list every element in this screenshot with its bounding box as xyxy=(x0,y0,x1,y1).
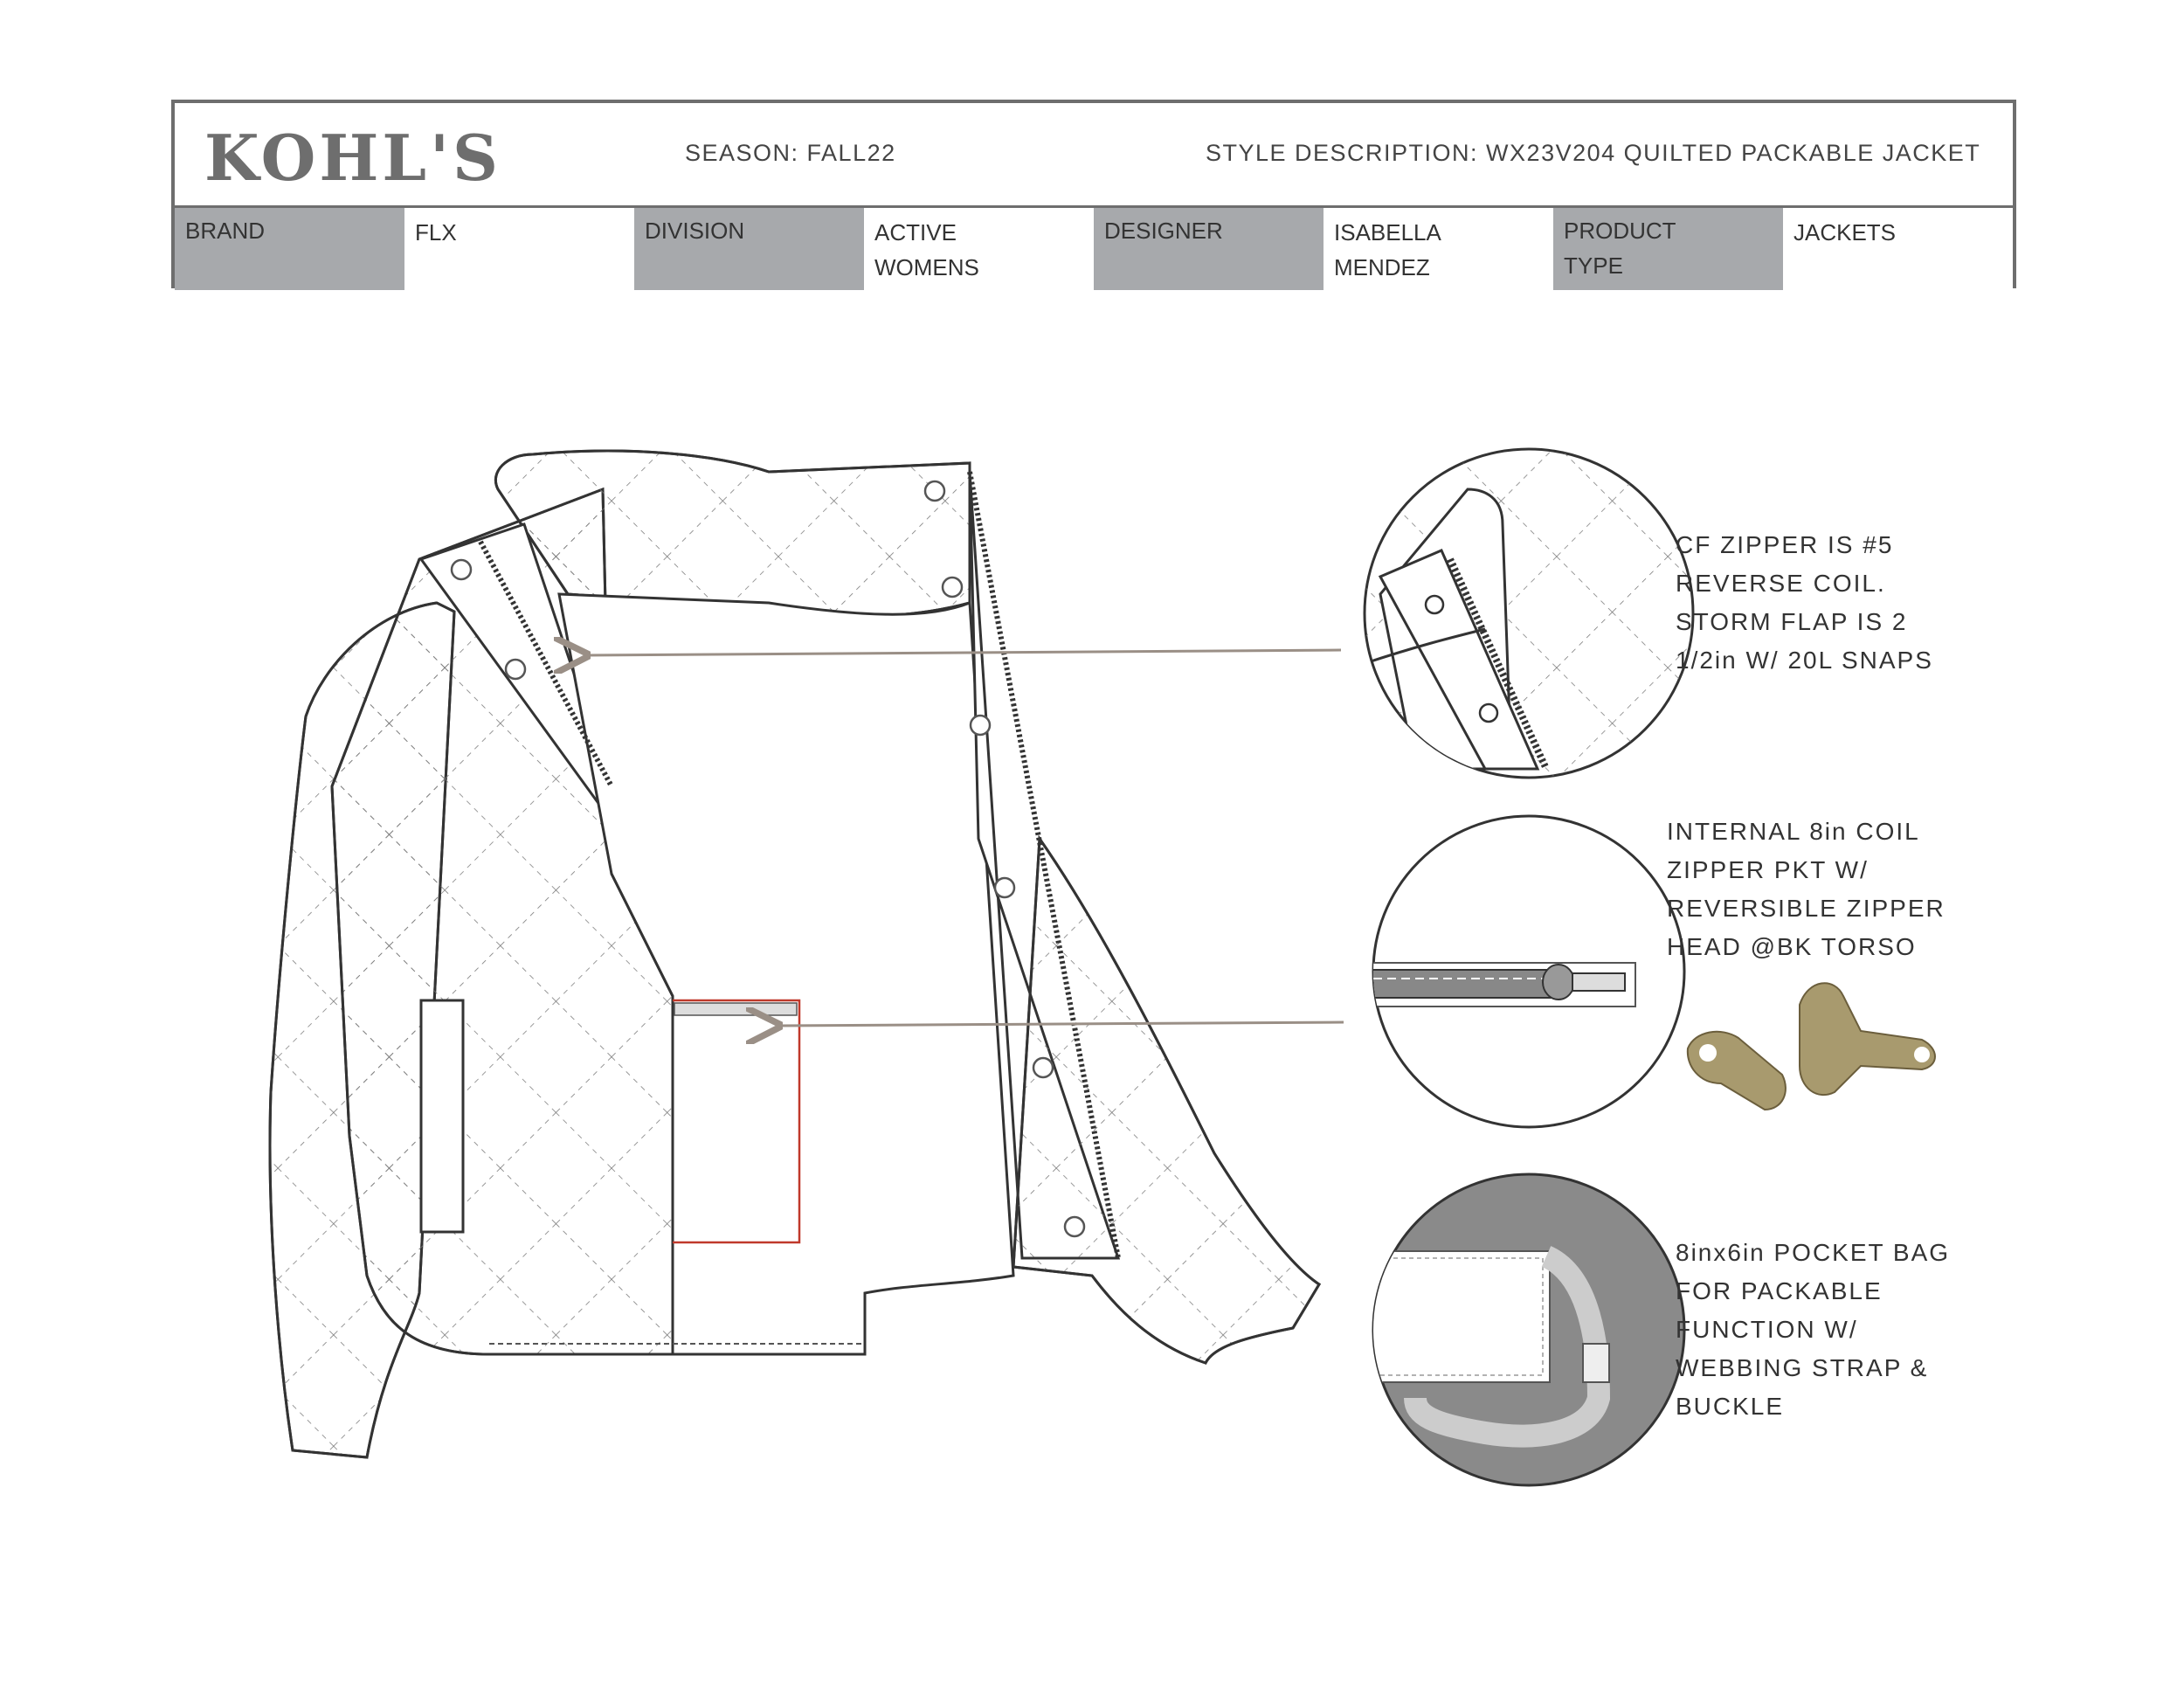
division-value: ACTIVE WOMENS xyxy=(864,208,1094,290)
spec-header: KOHL'S SEASON: FALL22 STYLE DESCRIPTION:… xyxy=(171,100,2016,290)
internal-zipper-circle xyxy=(1372,814,1686,1129)
jacket-flat-sketch xyxy=(268,449,1322,1459)
designer-value: ISABELLA MENDEZ xyxy=(1324,208,1553,290)
product-type-value: JACKETS xyxy=(1783,208,2013,290)
season-label: SEASON: FALL22 xyxy=(685,140,896,166)
style-description: STYLE DESCRIPTION: WX23V204 QUILTED PACK… xyxy=(1206,140,1981,166)
zipper-callout-text: CF ZIPPER IS #5 REVERSE COIL. STORM FLAP… xyxy=(1676,531,1933,674)
callout-arrow-zipper xyxy=(585,650,1342,655)
pocket-bag-callout-text: 8inx6in POCKET BAG FOR PACKABLE FUNCTION… xyxy=(1676,1239,1951,1420)
pocket-bag-circle xyxy=(1372,1173,1686,1487)
brand-value: FLX xyxy=(404,208,634,290)
brand-logo: KOHL'S xyxy=(204,121,502,195)
designer-label: DESIGNER xyxy=(1094,208,1324,290)
brand-label: BRAND xyxy=(175,208,404,290)
division-label: DIVISION xyxy=(634,208,864,290)
zipper-pull-photo xyxy=(1686,982,1936,1111)
zipper-detail-circle xyxy=(1363,447,1695,779)
product-type-label: PRODUCT TYPE xyxy=(1553,208,1783,290)
spec-table: BRAND FLX DIVISION ACTIVE WOMENS DESIGNE… xyxy=(175,208,2013,290)
header-title-row: KOHL'S SEASON: FALL22 STYLE DESCRIPTION:… xyxy=(175,103,2013,208)
internal-pocket-callout-text: INTERNAL 8in COIL ZIPPER PKT W/ REVERSIB… xyxy=(1667,818,1946,960)
callout-arrow-pocket xyxy=(778,1022,1344,1026)
